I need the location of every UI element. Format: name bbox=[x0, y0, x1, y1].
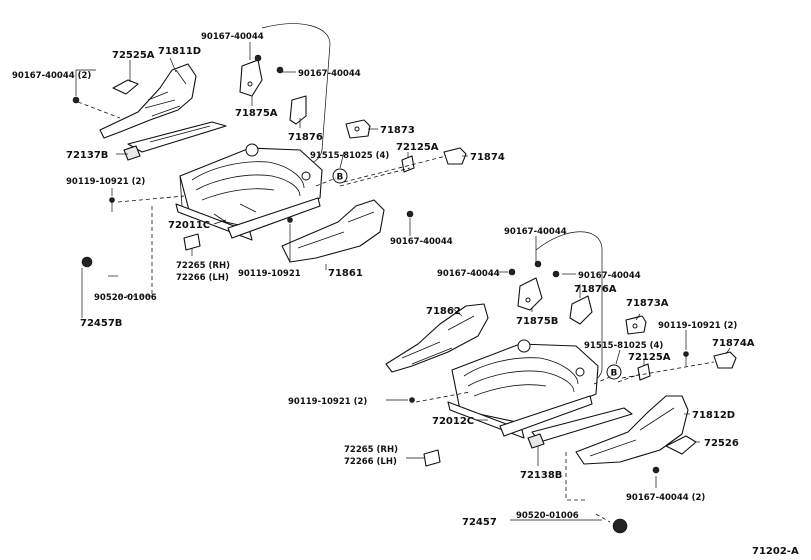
label-91515-81025-4-a: 91515-81025 (4) bbox=[310, 151, 389, 161]
label-72265-rh-a: 72265 (RH) bbox=[176, 261, 230, 271]
part-clip-upper bbox=[183, 233, 201, 251]
part-71876a bbox=[569, 295, 593, 325]
label-72266-lh-a: 72266 (LH) bbox=[176, 273, 229, 283]
label-72125a-a: 72125A bbox=[396, 142, 439, 153]
label-72265-rh-b: 72265 (RH) bbox=[344, 445, 398, 455]
label-72457b: 72457B bbox=[80, 318, 122, 329]
label-72266-lh-b: 72266 (LH) bbox=[344, 457, 397, 467]
label-72012c: 72012C bbox=[432, 416, 474, 427]
label-72138b: 72138B bbox=[520, 470, 562, 481]
label-90167-40044-c: 90167-40044 bbox=[390, 237, 453, 247]
callout-b-upper: B bbox=[332, 168, 348, 184]
label-90520-01006-b: 90520-01006 bbox=[516, 511, 579, 521]
label-90119-10921-2-b: 90119-10921 (2) bbox=[658, 321, 737, 331]
leaders-upper bbox=[75, 42, 468, 318]
part-71873 bbox=[345, 119, 371, 139]
label-90119-10921-2-a: 90119-10921 (2) bbox=[66, 177, 145, 187]
label-72137b: 72137B bbox=[66, 150, 108, 161]
part-72137b bbox=[123, 121, 227, 161]
bolt-group-lower bbox=[409, 260, 689, 534]
label-71876a: 71876A bbox=[574, 284, 617, 295]
label-90520-01006-a: 90520-01006 bbox=[94, 293, 157, 303]
label-90167-40044-2-b: 90167-40044 (2) bbox=[626, 493, 705, 503]
label-90119-10921: 90119-10921 bbox=[238, 269, 301, 279]
label-72526: 72526 bbox=[704, 438, 739, 449]
part-71812d bbox=[575, 395, 689, 465]
label-90167-40044-e: 90167-40044 bbox=[437, 269, 500, 279]
label-71873a: 71873A bbox=[626, 298, 669, 309]
svg-text:B: B bbox=[337, 173, 344, 183]
label-71874: 71874 bbox=[470, 152, 505, 163]
label-71876: 71876 bbox=[288, 132, 323, 143]
label-72011c: 72011C bbox=[168, 220, 210, 231]
part-71811d bbox=[99, 63, 197, 139]
label-90167-40044-f: 90167-40044 bbox=[578, 271, 641, 281]
label-90167-40044-b: 90167-40044 bbox=[298, 69, 361, 79]
label-71861: 71861 bbox=[328, 268, 363, 279]
label-90167-40044-a: 90167-40044 bbox=[201, 32, 264, 42]
label-90119-10921-2-c: 90119-10921 (2) bbox=[288, 397, 367, 407]
label-71875a: 71875A bbox=[235, 108, 278, 119]
label-71811d: 71811D bbox=[158, 46, 201, 57]
label-71862: 71862 bbox=[426, 306, 461, 317]
label-71874a: 71874A bbox=[712, 338, 755, 349]
label-90167-40044-d: 90167-40044 bbox=[504, 227, 567, 237]
part-71875a bbox=[239, 59, 263, 97]
label-72525a: 72525A bbox=[112, 50, 155, 61]
part-71876 bbox=[289, 95, 307, 125]
part-71862 bbox=[385, 303, 489, 373]
part-72138b bbox=[527, 407, 633, 449]
label-71873: 71873 bbox=[380, 125, 415, 136]
diagram-id-label: 71202-A bbox=[752, 546, 799, 557]
label-72457: 72457 bbox=[462, 517, 497, 528]
part-71875b bbox=[517, 277, 543, 311]
part-labels: 90167-40044 72525A 71811D 90167-40044 (2… bbox=[12, 32, 799, 557]
bolt-group-upper bbox=[72, 54, 414, 268]
svg-text:B: B bbox=[611, 369, 618, 379]
part-72525a bbox=[112, 79, 139, 95]
label-71812d: 71812D bbox=[692, 410, 735, 421]
part-seat-frame-upper bbox=[175, 143, 323, 241]
part-71873a bbox=[625, 315, 647, 335]
part-71874a bbox=[713, 351, 737, 369]
label-91515-81025-4-b: 91515-81025 (4) bbox=[584, 341, 663, 351]
part-clip-lower bbox=[423, 449, 441, 467]
part-72125a-upper bbox=[401, 155, 415, 173]
label-72125a-b: 72125A bbox=[628, 352, 671, 363]
part-71861 bbox=[281, 199, 385, 263]
label-71875b: 71875B bbox=[516, 316, 558, 327]
label-90167-40044-2-a: 90167-40044 (2) bbox=[12, 71, 91, 81]
leaders-lower bbox=[386, 236, 731, 523]
part-71874 bbox=[443, 147, 467, 165]
callout-b-lower: B bbox=[606, 364, 622, 380]
part-72125a-lower bbox=[637, 363, 651, 381]
